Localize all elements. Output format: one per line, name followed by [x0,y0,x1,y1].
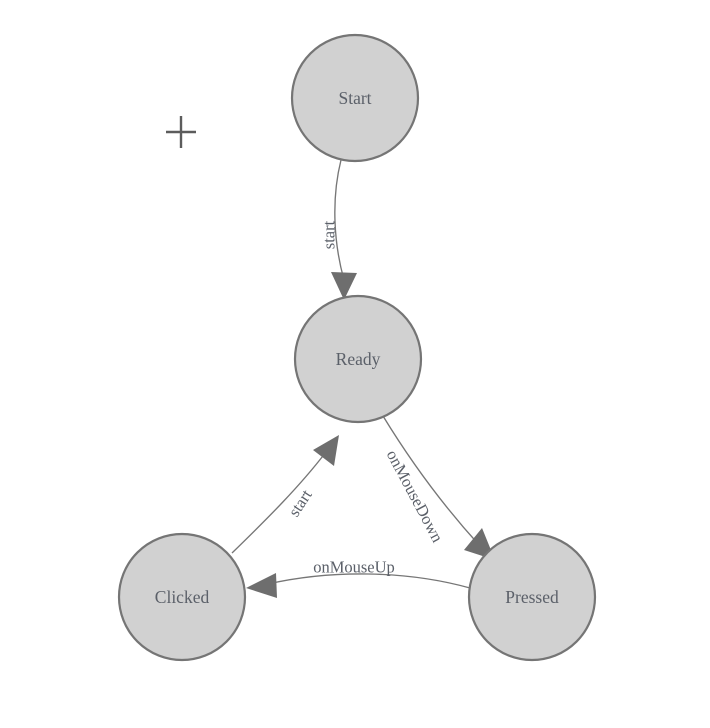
node-ready-label: Ready [336,349,381,369]
node-start-circle [290,33,420,163]
edge-path-ready-to-pressed [382,415,481,547]
edge-path-clicked-to-ready [231,451,327,554]
edge-path-pressed-to-clicked [267,573,471,589]
node-start-label: Start [338,88,371,108]
edge-start-to-ready[interactable] [331,159,357,300]
edge-pressed-to-clicked[interactable] [246,573,471,598]
node-start[interactable]: Start [290,33,420,163]
arrowhead-clicked-to-ready [313,435,339,466]
arrowhead-start-to-ready [331,272,357,300]
edge-clicked-to-ready[interactable] [231,435,339,554]
edge-path-start-to-ready [334,159,345,281]
node-ready[interactable]: Ready [293,294,423,424]
node-pressed-circle [467,532,597,662]
arrowhead-pressed-to-clicked [246,573,277,598]
node-ready-circle [293,294,423,424]
node-pressed-label: Pressed [505,587,559,607]
node-clicked-label: Clicked [155,587,210,607]
node-pressed[interactable]: Pressed [467,532,597,662]
edge-label-pressed-to-clicked: onMouseUp [313,558,395,577]
node-clicked-circle [117,532,247,662]
node-clicked[interactable]: Clicked [117,532,247,662]
edge-label-clicked-to-ready: start [284,486,316,521]
edge-label-start-to-ready: start [320,220,339,249]
crosshair-icon[interactable] [166,116,196,148]
